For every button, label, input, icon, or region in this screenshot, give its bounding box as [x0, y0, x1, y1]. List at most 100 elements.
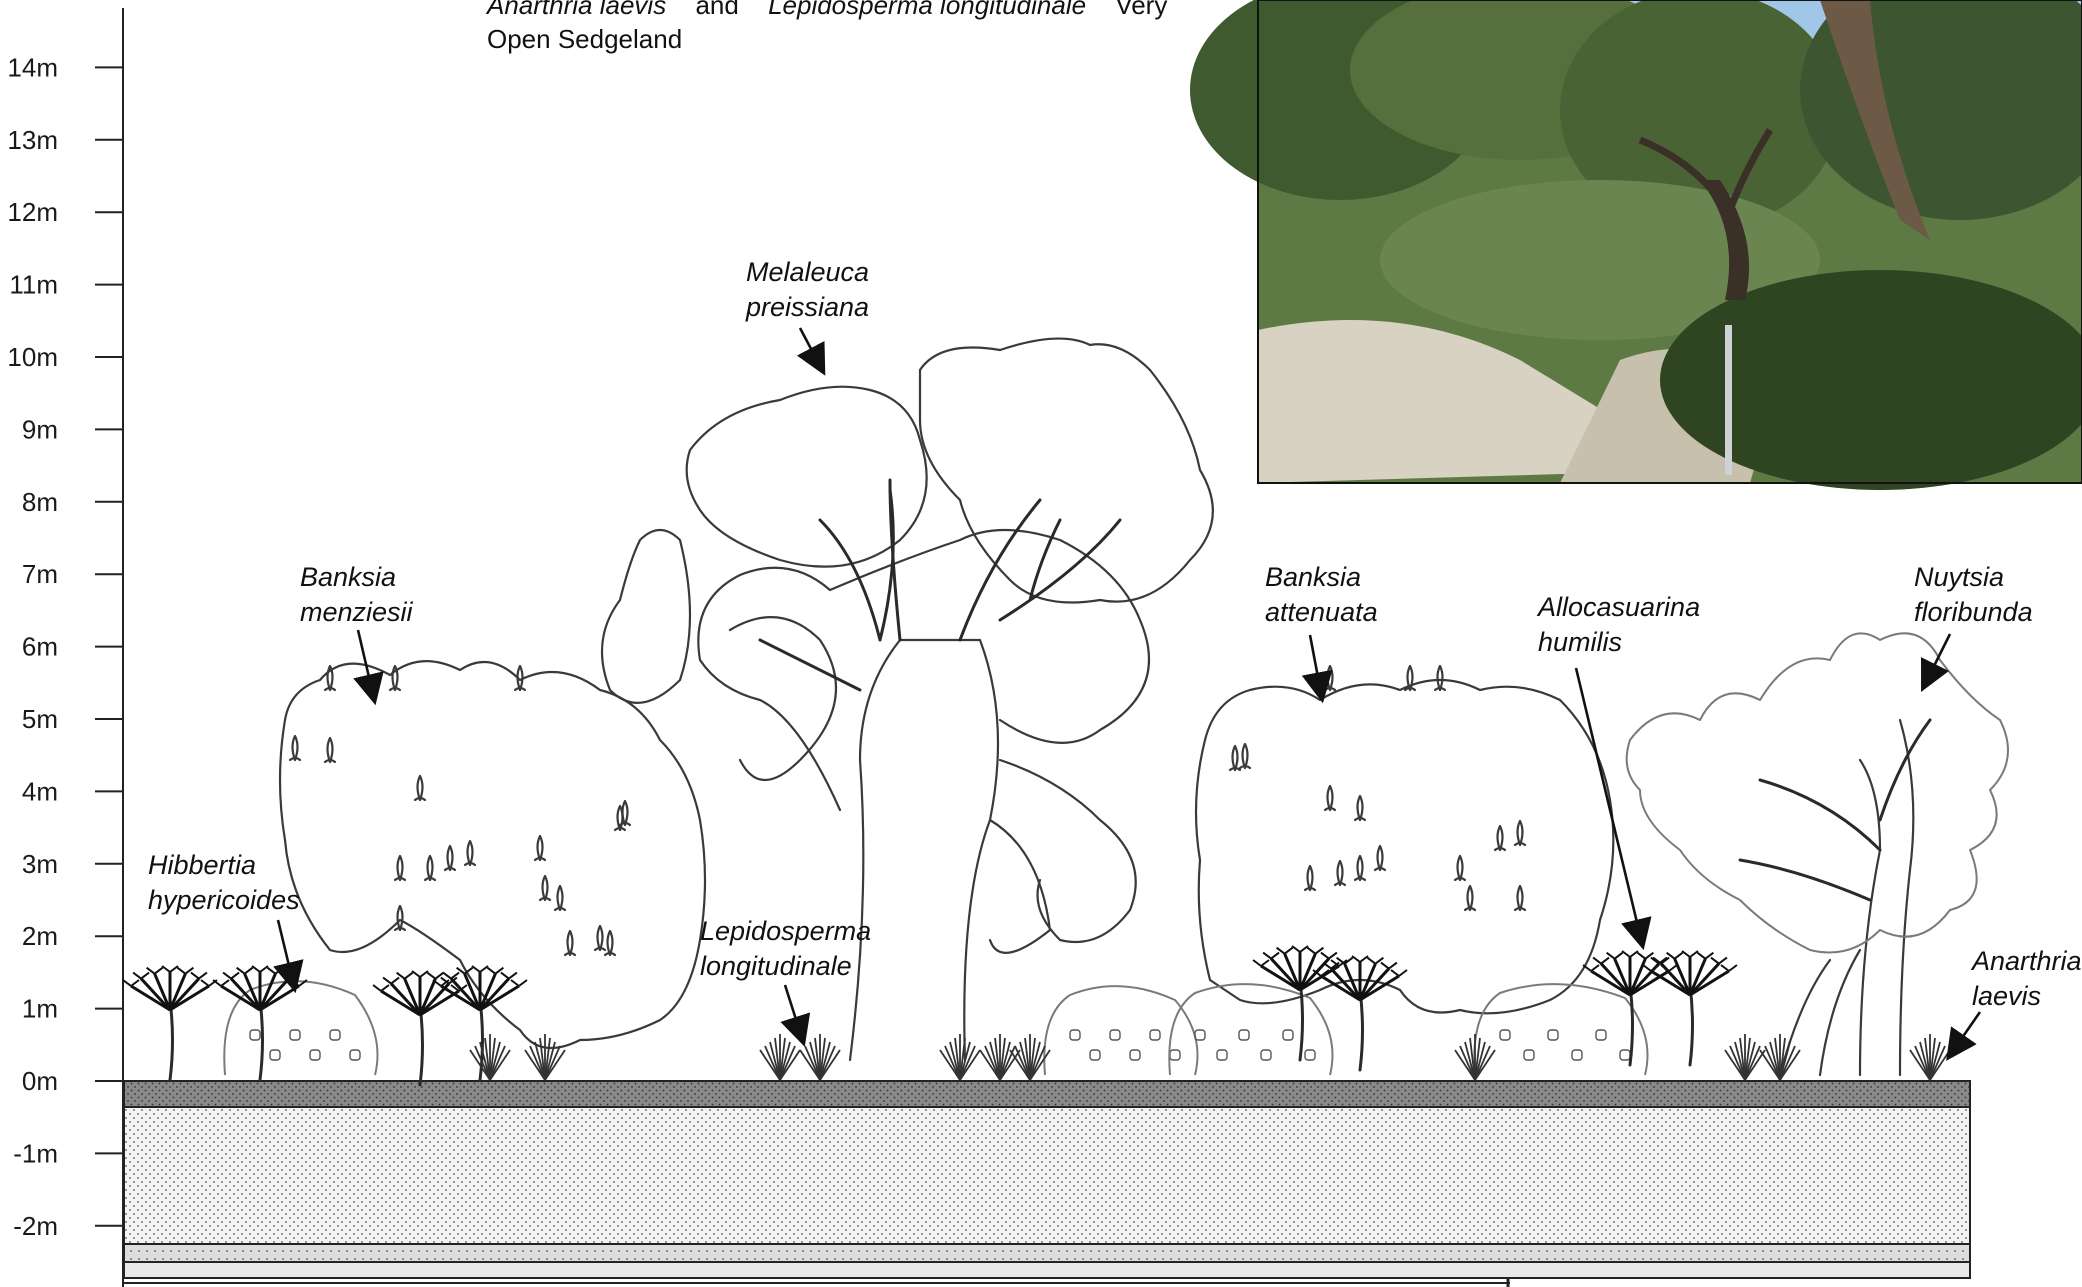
flower-mark [1596, 1030, 1606, 1040]
sedge-tuft [940, 1034, 980, 1080]
flower-mark [1110, 1030, 1120, 1040]
banksia-cone [1240, 744, 1250, 768]
label-lepidosperma-1: Lepidosperma [700, 916, 871, 946]
community-title: Anarthria laevis and Lepidosperma longit… [485, 0, 1167, 54]
banksia-cone [595, 926, 605, 950]
banksia-cone [1435, 666, 1445, 690]
axis-tick-label: 9m [22, 414, 58, 444]
banksia-cone [395, 856, 405, 880]
label-hibbertia-1: Hibbertia [148, 850, 256, 880]
label-lepidosperma-2: longitudinale [700, 951, 852, 981]
axis-tick-label: 6m [22, 632, 58, 662]
banksia-cone [1325, 786, 1335, 810]
banksia-cone [515, 666, 525, 690]
flower-mark [1130, 1050, 1140, 1060]
axis-tick-label: 3m [22, 849, 58, 879]
banksia-attenuata-cones [1230, 666, 1525, 910]
title-and: and [695, 0, 738, 20]
soil-layer-sand [124, 1107, 1970, 1244]
banksia-cone [1495, 826, 1505, 850]
banksia-cone [1515, 886, 1525, 910]
flower-mark [1524, 1050, 1534, 1060]
banksia-cone [555, 886, 565, 910]
label-banksia-attenuata-2: attenuata [1265, 597, 1378, 627]
flower-mark [1283, 1030, 1293, 1040]
axis-tick-label: 0m [22, 1066, 58, 1096]
axis-tick-label: 7m [22, 559, 58, 589]
title-line-2: Open Sedgeland [487, 24, 682, 54]
banksia-cone [1465, 886, 1475, 910]
flower-mark [1572, 1050, 1582, 1060]
sedge-tuft [470, 1034, 510, 1080]
title-species-a: Anarthria laevis [485, 0, 666, 20]
banksia-cone [415, 776, 425, 800]
flower-mark [1217, 1050, 1227, 1060]
label-anarthria-2: laevis [1972, 981, 2041, 1011]
banksia-cone [1335, 861, 1345, 885]
site-photo [1190, 0, 2082, 490]
label-hibbertia-2: hypericoides [148, 885, 300, 915]
axis-tick-label: -2m [13, 1211, 58, 1241]
label-melaleuca-2: preissiana [745, 292, 869, 322]
height-axis: 14m13m12m11m10m9m8m7m6m5m4m3m2m1m0m-1m-2… [7, 8, 123, 1287]
banksia-cone [395, 906, 405, 930]
soil-layer-base [124, 1244, 1970, 1262]
flower-mark [1305, 1050, 1315, 1060]
label-banksia-menziesii-2: menziesii [300, 597, 414, 627]
label-melaleuca-1: Melaleuca [746, 257, 869, 287]
banksia-cone [1515, 821, 1525, 845]
axis-tick-label: 5m [22, 704, 58, 734]
axis-tick-label: 8m [22, 487, 58, 517]
banksia-cone [540, 876, 550, 900]
axis-tick-label: 10m [7, 342, 58, 372]
label-nuytsia-2: floribunda [1914, 597, 2033, 627]
sedge-tuft [1725, 1034, 1765, 1080]
banksia-cone [425, 856, 435, 880]
banksia-cone [1455, 856, 1465, 880]
soil-profile [124, 1081, 1970, 1287]
flower-mark [310, 1050, 320, 1060]
allocasuarina-shrub [373, 971, 467, 1085]
banksia-cone [1305, 866, 1315, 890]
axis-tick-label: 4m [22, 776, 58, 806]
allocasuarina-shrub [213, 966, 307, 1080]
flower-mark [1170, 1050, 1180, 1060]
flower-mark [1070, 1030, 1080, 1040]
banksia-attenuata-shrub [1196, 666, 1613, 1013]
hibbertia-shrub [1044, 986, 1197, 1075]
banksia-cone [565, 931, 575, 955]
flower-mark [250, 1030, 260, 1040]
flower-mark [350, 1050, 360, 1060]
flower-mark [330, 1030, 340, 1040]
soil-layer-top [124, 1081, 1970, 1107]
axis-tick-label: 11m [9, 270, 58, 300]
label-allocasuarina-2: humilis [1538, 627, 1622, 657]
sedge-tuft [760, 1034, 800, 1080]
banksia-cone [325, 738, 335, 762]
title-tail: Very [1115, 0, 1167, 20]
banksia-cone [1230, 746, 1240, 770]
sedge-tuft [1760, 1034, 1800, 1080]
axis-tick-label: 13m [7, 125, 58, 155]
axis-tick-label: 12m [7, 197, 58, 227]
banksia-cone [1355, 796, 1365, 820]
flower-mark [290, 1030, 300, 1040]
axis-tick-label: 1m [22, 994, 58, 1024]
axis-tick-label: -1m [13, 1138, 58, 1168]
label-banksia-menziesii-1: Banksia [300, 562, 396, 592]
axis-tick-label: 2m [22, 921, 58, 951]
sedge-tuft [1455, 1034, 1495, 1080]
label-nuytsia-1: Nuytsia [1914, 562, 2004, 592]
flower-mark [1620, 1050, 1630, 1060]
allocasuarina-shrub [1643, 951, 1737, 1065]
nuytsia-tree [1627, 633, 2008, 1075]
banksia-cone [445, 846, 455, 870]
label-allocasuarina-1: Allocasuarina [1536, 592, 1700, 622]
allocasuarina-shrub [1583, 951, 1677, 1065]
sedge-tuft [800, 1034, 840, 1080]
sedge-tuft [1910, 1034, 1950, 1080]
banksia-menziesii-cones [290, 666, 630, 955]
flower-mark [1500, 1030, 1510, 1040]
hibbertia-shrub [1474, 984, 1647, 1075]
